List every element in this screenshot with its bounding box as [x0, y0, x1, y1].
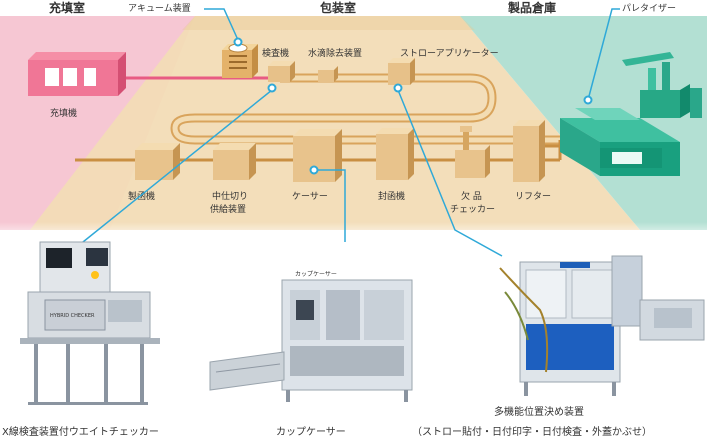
multifunction-caption-1: 多機能位置決め装置	[494, 405, 584, 418]
lifter-label: リフター	[515, 191, 551, 202]
lifter-machine	[513, 120, 610, 182]
warehouse-title: 製品倉庫	[507, 0, 556, 15]
packaging-room-title: 包装室	[319, 0, 356, 15]
water-remover-label: 水滴除去装置	[308, 47, 362, 59]
cup-caser-caption: カップケーサー	[276, 426, 346, 438]
callout-dots	[233, 37, 593, 175]
case-packer-machine	[293, 129, 342, 182]
partition-feeder-machine	[213, 143, 256, 180]
packaging-room-zone	[30, 16, 640, 230]
palletizer-machine	[560, 52, 702, 176]
accumulator-machine	[222, 43, 258, 78]
cup-caser-tag: カップケーサー	[295, 271, 337, 278]
case-sealer-label: 封函機	[378, 190, 405, 202]
accumulator-label: アキューム装置	[128, 2, 191, 14]
case-sealer-machine	[376, 128, 414, 180]
case-former-machine	[135, 143, 180, 180]
missing-checker-machine	[455, 126, 490, 178]
xray-badge: HYBRID CHECKER	[50, 313, 95, 319]
straw-applicator-machine	[388, 58, 415, 85]
partition-feeder-label-2: 供給装置	[210, 203, 246, 215]
case-packer-label: ケーサー	[292, 191, 328, 202]
floor-fade	[0, 222, 707, 242]
packaging-floor	[182, 16, 475, 30]
filling-room-title: 充填室	[49, 0, 85, 15]
filler-label: 充填機	[50, 107, 77, 119]
inspection-machine	[268, 61, 295, 82]
water-remover-machine	[318, 66, 338, 82]
case-former-label: 製函機	[128, 190, 155, 202]
palletizer-label: パレタイザー	[622, 3, 676, 14]
missing-checker-label-1: 欠 品	[461, 190, 482, 202]
multifunction-caption-2: （ストロー貼付・日付印字・日付検査・外蓋かぶせ）	[412, 425, 652, 438]
missing-checker-label-2: チェッカー	[450, 204, 495, 215]
partition-feeder-label-1: 中仕切り	[212, 190, 248, 202]
xray-checker-caption: X線検査装置付ウエイトチェッカー	[2, 425, 159, 438]
straw-applicator-label: ストローアプリケーター	[400, 48, 499, 59]
cup-caser-photo	[209, 279, 413, 402]
xray-checker-photo: HYBRID CHECKER	[20, 241, 160, 405]
callout-lines	[77, 8, 620, 257]
inspection-label: 検査機	[262, 47, 289, 59]
multifunction-photo	[499, 255, 705, 396]
